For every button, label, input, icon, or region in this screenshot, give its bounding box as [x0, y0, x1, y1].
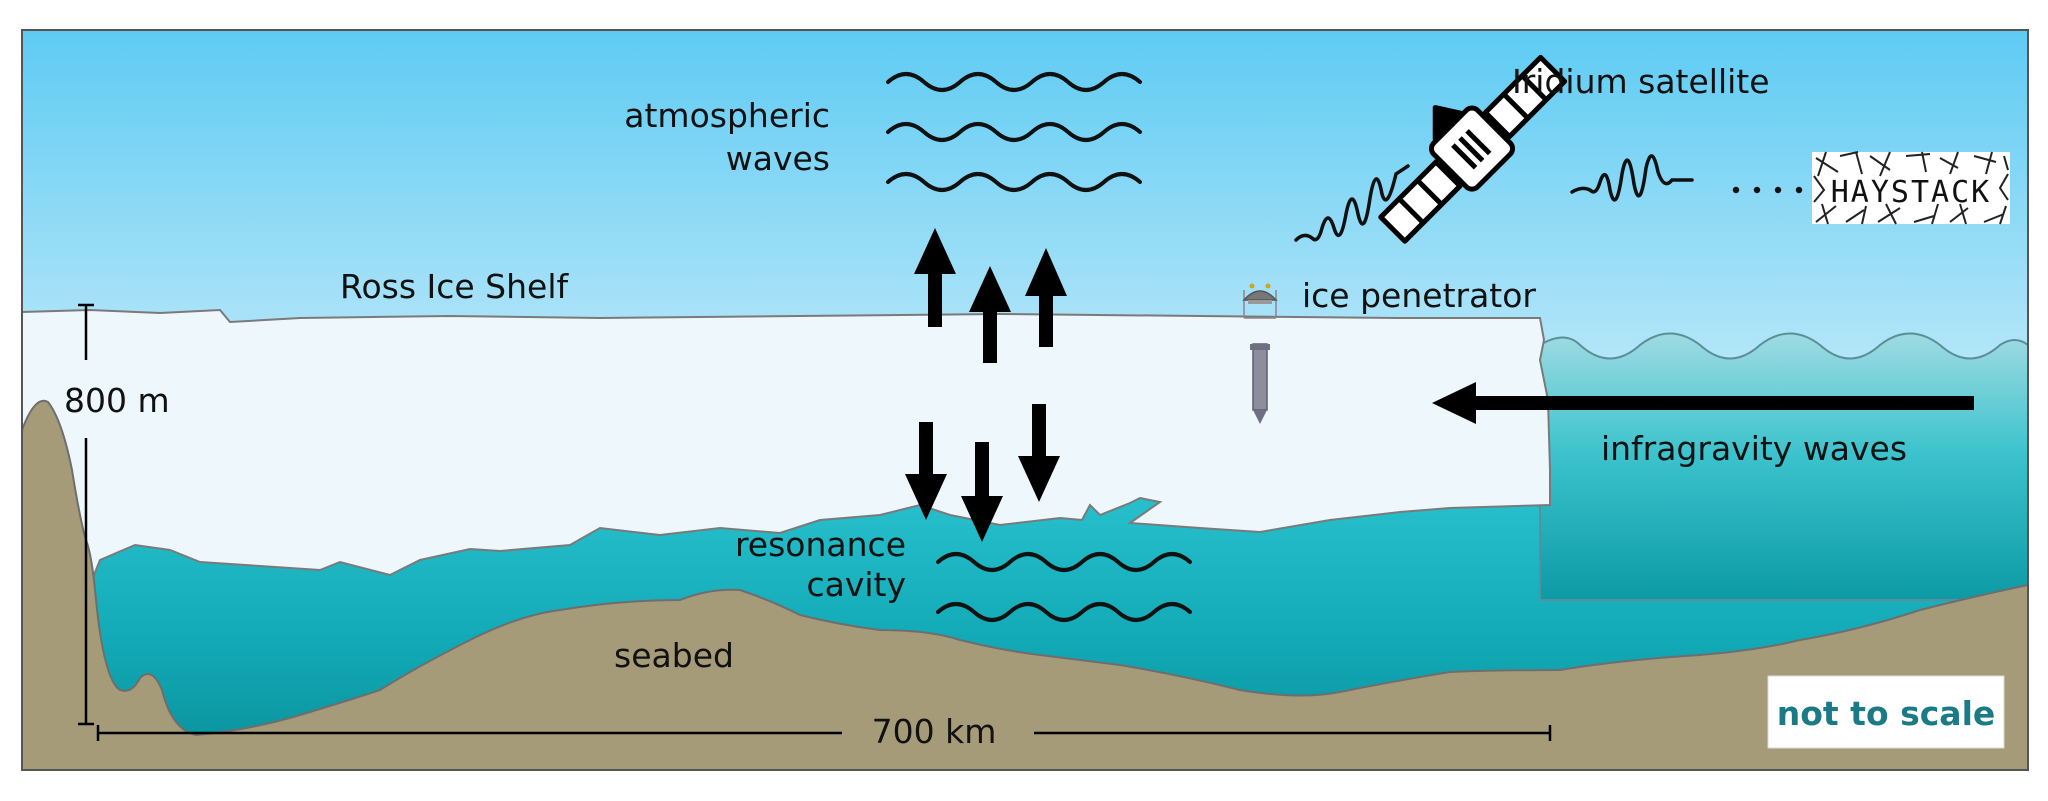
iridium-satellite-label: Iridium satellite	[1512, 62, 1770, 101]
frame	[21, 29, 2029, 771]
resonance-cavity-label-2: cavity	[806, 565, 906, 604]
haystack-text: HAYSTACK	[1831, 175, 1992, 210]
ross-ice-shelf-label: Ross Ice Shelf	[340, 267, 570, 306]
thickness-scale-bar	[78, 303, 94, 726]
ice-shelf	[21, 308, 1551, 581]
thickness-label: 800 m	[64, 381, 170, 420]
arrow-left-icon	[1432, 382, 1974, 424]
uplink-signal	[1294, 164, 1410, 242]
arrow-up-icon	[914, 228, 1067, 363]
not-to-scale-label: not to scale	[1777, 694, 1996, 733]
ice-penetrator-icon	[1242, 283, 1278, 424]
distance-label: 700 km	[872, 712, 997, 751]
haystack-logo: HAYSTACK	[1812, 151, 2010, 225]
not-to-scale-box	[1767, 675, 2005, 749]
satellite-icon	[1378, 54, 1568, 244]
infragravity-waves-label: infragravity waves	[1601, 429, 1907, 468]
resonance-wave-lines	[936, 552, 1192, 622]
atmospheric-waves-label-2: waves	[726, 139, 830, 178]
ice-penetrator-label: ice penetrator	[1302, 276, 1536, 315]
arrow-down-icon	[905, 404, 1060, 542]
resonance-cavity-label-1: resonance	[735, 525, 906, 564]
seabed-label: seabed	[614, 636, 734, 675]
atmospheric-waves-label-1: atmospheric	[624, 96, 830, 135]
atmospheric-wave-lines	[886, 72, 1142, 192]
ellipsis-dots	[1732, 186, 1803, 194]
seabed	[21, 399, 2029, 771]
downlink-signal	[1570, 154, 1694, 202]
distance-scale-bar	[96, 725, 1552, 741]
